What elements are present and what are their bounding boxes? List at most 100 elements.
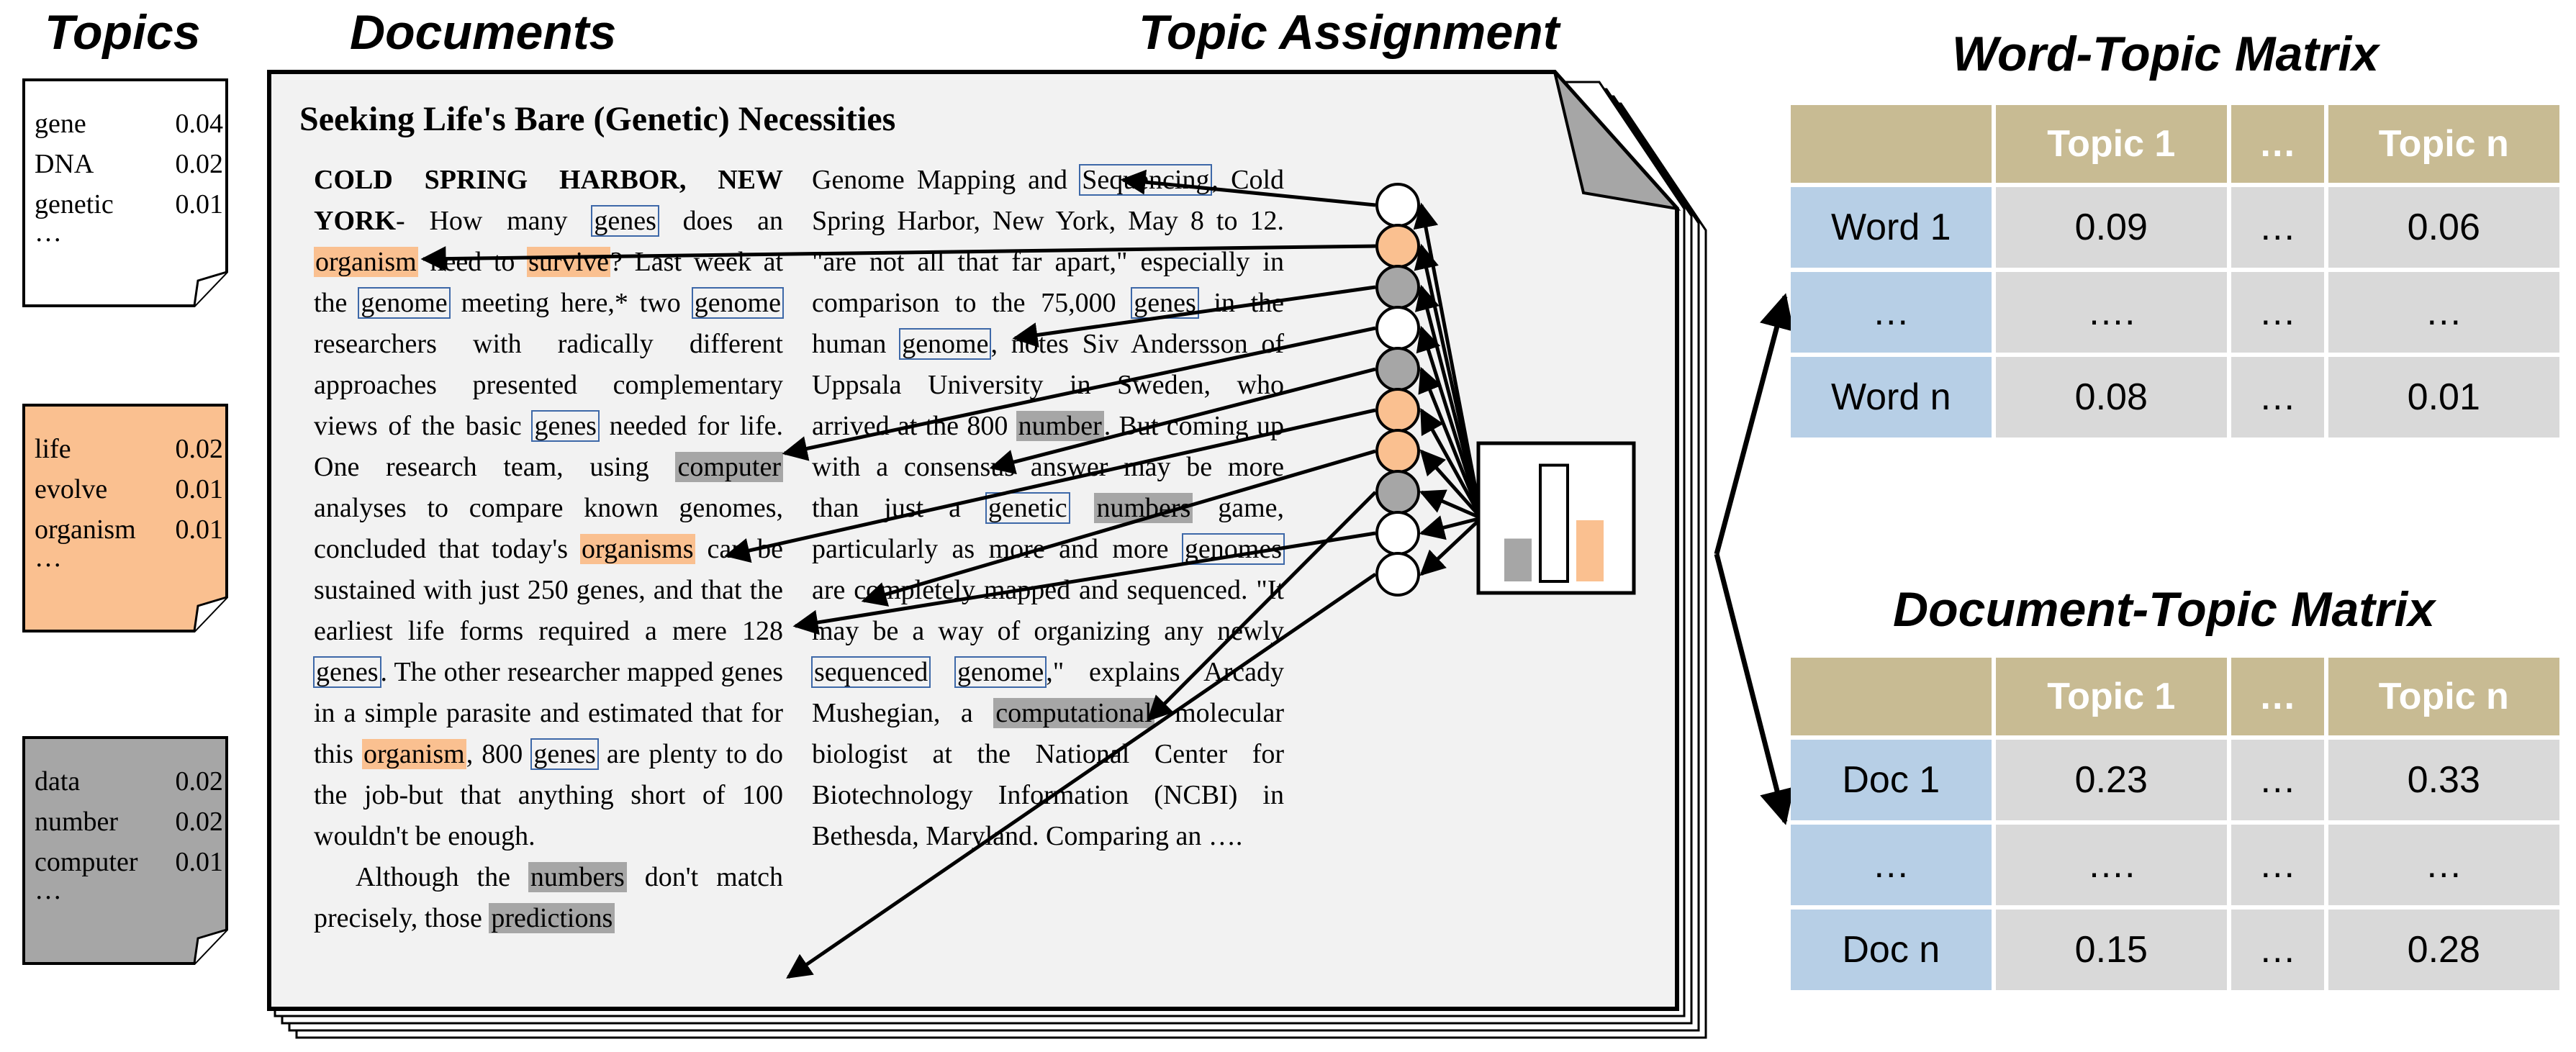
topic-word-computation: computational	[993, 698, 1154, 728]
document-text: Although the	[356, 862, 528, 892]
document-column-left: COLD SPRING HARBOR, NEW YORK- How many g…	[313, 160, 784, 939]
matrix-corner-cell	[1791, 105, 1992, 183]
topic-word-prob: 0.02	[175, 807, 224, 837]
topic-word: computer	[35, 847, 138, 877]
topic-word-genetics: genome	[954, 656, 1047, 688]
assignment-circle-gray	[1375, 347, 1420, 391]
document-title: Seeking Life's Bare (Genetic) Necessitie…	[299, 100, 896, 138]
matrix-row-label: …	[1791, 272, 1992, 353]
matrix-column-header: …	[2231, 658, 2324, 735]
topic-word: gene	[35, 109, 86, 139]
histogram-to-circle-arrow	[1419, 515, 1482, 540]
assignment-circle-orange	[1375, 388, 1420, 432]
arrow-to-document-topic-matrix	[1714, 553, 1794, 825]
topic-word-prob: 0.02	[175, 766, 224, 797]
document-paragraph: Genome Mapping and Sequencing, Cold Spri…	[810, 160, 1285, 857]
histogram-to-circle-arrow	[1418, 366, 1483, 519]
topic-word-evolution: organism	[314, 247, 418, 277]
matrix-cell: 0.15	[1995, 910, 2227, 990]
assignment-circle-orange	[1375, 224, 1420, 268]
assignment-circle-white	[1375, 552, 1420, 597]
matrix-cell: …	[2231, 357, 2324, 437]
topic-word-genetics: sequenced	[810, 656, 931, 688]
matrix-row-label: Doc n	[1791, 910, 1992, 990]
matrix-row-label: Word 1	[1791, 187, 1992, 268]
word-topic-matrix: Topic 1 … Topic n Word 1 0.09 … 0.06 … ……	[1786, 101, 2564, 442]
document-text: in the human	[812, 288, 1284, 359]
topic-word-evolution: survive	[527, 247, 611, 277]
matrix-cell: …	[2328, 825, 2559, 905]
document-text: ? Last week at the	[314, 247, 783, 318]
matrix-cell: …	[2231, 825, 2324, 905]
matrix-cell: ….	[1995, 825, 2227, 905]
assignment-circle-white	[1375, 306, 1420, 350]
assignment-circle-white	[1375, 183, 1420, 227]
topic-card-evolution-shape	[22, 404, 228, 632]
topic-word-prob: 0.01	[175, 474, 224, 504]
circle-to-word-arrow	[1147, 491, 1377, 722]
topic-word-genetics: genes	[313, 656, 381, 688]
topic-word-genetics: genes	[530, 738, 599, 770]
matrix-cell: …	[2231, 910, 2324, 990]
document-text: can be sustained with just 250 genes, an…	[314, 534, 783, 646]
circle-to-word-arrow	[724, 408, 1376, 563]
assignment-circles	[1375, 183, 1420, 597]
document-text: meeting here,* two	[449, 288, 692, 318]
document-text: . The other researcher mapped genes in a…	[314, 657, 783, 769]
matrix-column-header: Topic n	[2328, 105, 2559, 183]
document-paragraph: COLD SPRING HARBOR, NEW YORK- How many g…	[313, 160, 784, 857]
document-text: researchers with radically different app…	[314, 329, 783, 441]
matrix-row: … …. … …	[1791, 272, 2559, 353]
document-text: are completely mapped and sequenced. "It…	[812, 575, 1284, 646]
assignment-arrows	[420, 169, 1483, 979]
topic-word: evolve	[35, 474, 108, 504]
topic-word-prob: 0.01	[175, 847, 224, 877]
circle-to-word-arrow	[861, 449, 1376, 607]
document-paragraph: Although the numbers don't match precise…	[314, 857, 783, 939]
topic-word-prob: 0.02	[175, 149, 224, 179]
matrix-row-label: Word n	[1791, 357, 1992, 437]
matrix-row: Doc n 0.15 … 0.28	[1791, 910, 2559, 990]
topic-word-genetics: genome	[358, 287, 451, 319]
topic-word-genetics: genes	[591, 205, 659, 237]
matrix-row-label: Doc 1	[1791, 740, 1992, 820]
topics-heading: Topics	[45, 5, 201, 60]
matrix-cell: …	[2231, 272, 2324, 353]
topic-word-computation: computer	[675, 452, 783, 482]
matrix-column-header: Topic 1	[1995, 105, 2227, 183]
topic-histogram	[1504, 463, 1604, 583]
topic-word-genetics: genes	[531, 410, 600, 442]
document-text: , Cold Spring Harbor, New York, May 8 to…	[812, 165, 1285, 318]
document-text: don't match precisely, those	[314, 862, 783, 933]
document-text: needed for life. One research team, usin…	[314, 411, 784, 482]
topic-word-row: number 0.02	[35, 802, 223, 842]
histogram-to-circle-arrow	[1414, 284, 1483, 519]
histogram-to-circle-arrow	[1416, 325, 1483, 519]
topic-word-genetics: genetic	[985, 492, 1070, 524]
histogram-to-circle-arrow	[1419, 449, 1483, 520]
topic-assignment-heading: Topic Assignment	[1139, 5, 1560, 60]
matrix-corner-cell	[1791, 658, 1992, 735]
document-column-right: Genome Mapping and Sequencing, Cold Spri…	[810, 160, 1285, 857]
topic-word-computation: numbers	[528, 862, 627, 892]
matrix-header-row: Topic 1 … Topic n	[1791, 658, 2559, 735]
matrix-row-label: …	[1791, 825, 1992, 905]
topic-word-prob: 0.01	[175, 189, 224, 219]
topic-word-row: evolve 0.01	[35, 469, 223, 509]
document-text: are plenty to do the job-but that anythi…	[314, 739, 783, 851]
topic-word: organism	[35, 514, 136, 545]
topic-word: number	[35, 807, 119, 837]
topic-word-computation: predictions	[489, 903, 615, 933]
document-text: does an	[658, 206, 783, 236]
topic-word: life	[35, 434, 71, 464]
histogram-bar	[1539, 463, 1569, 583]
matrix-cell: …	[2231, 187, 2324, 268]
matrix-cell: 0.09	[1995, 187, 2227, 268]
topic-word-prob: 0.04	[175, 109, 224, 139]
matrix-cell: ….	[1995, 272, 2227, 353]
matrix-row: … …. … …	[1791, 825, 2559, 905]
